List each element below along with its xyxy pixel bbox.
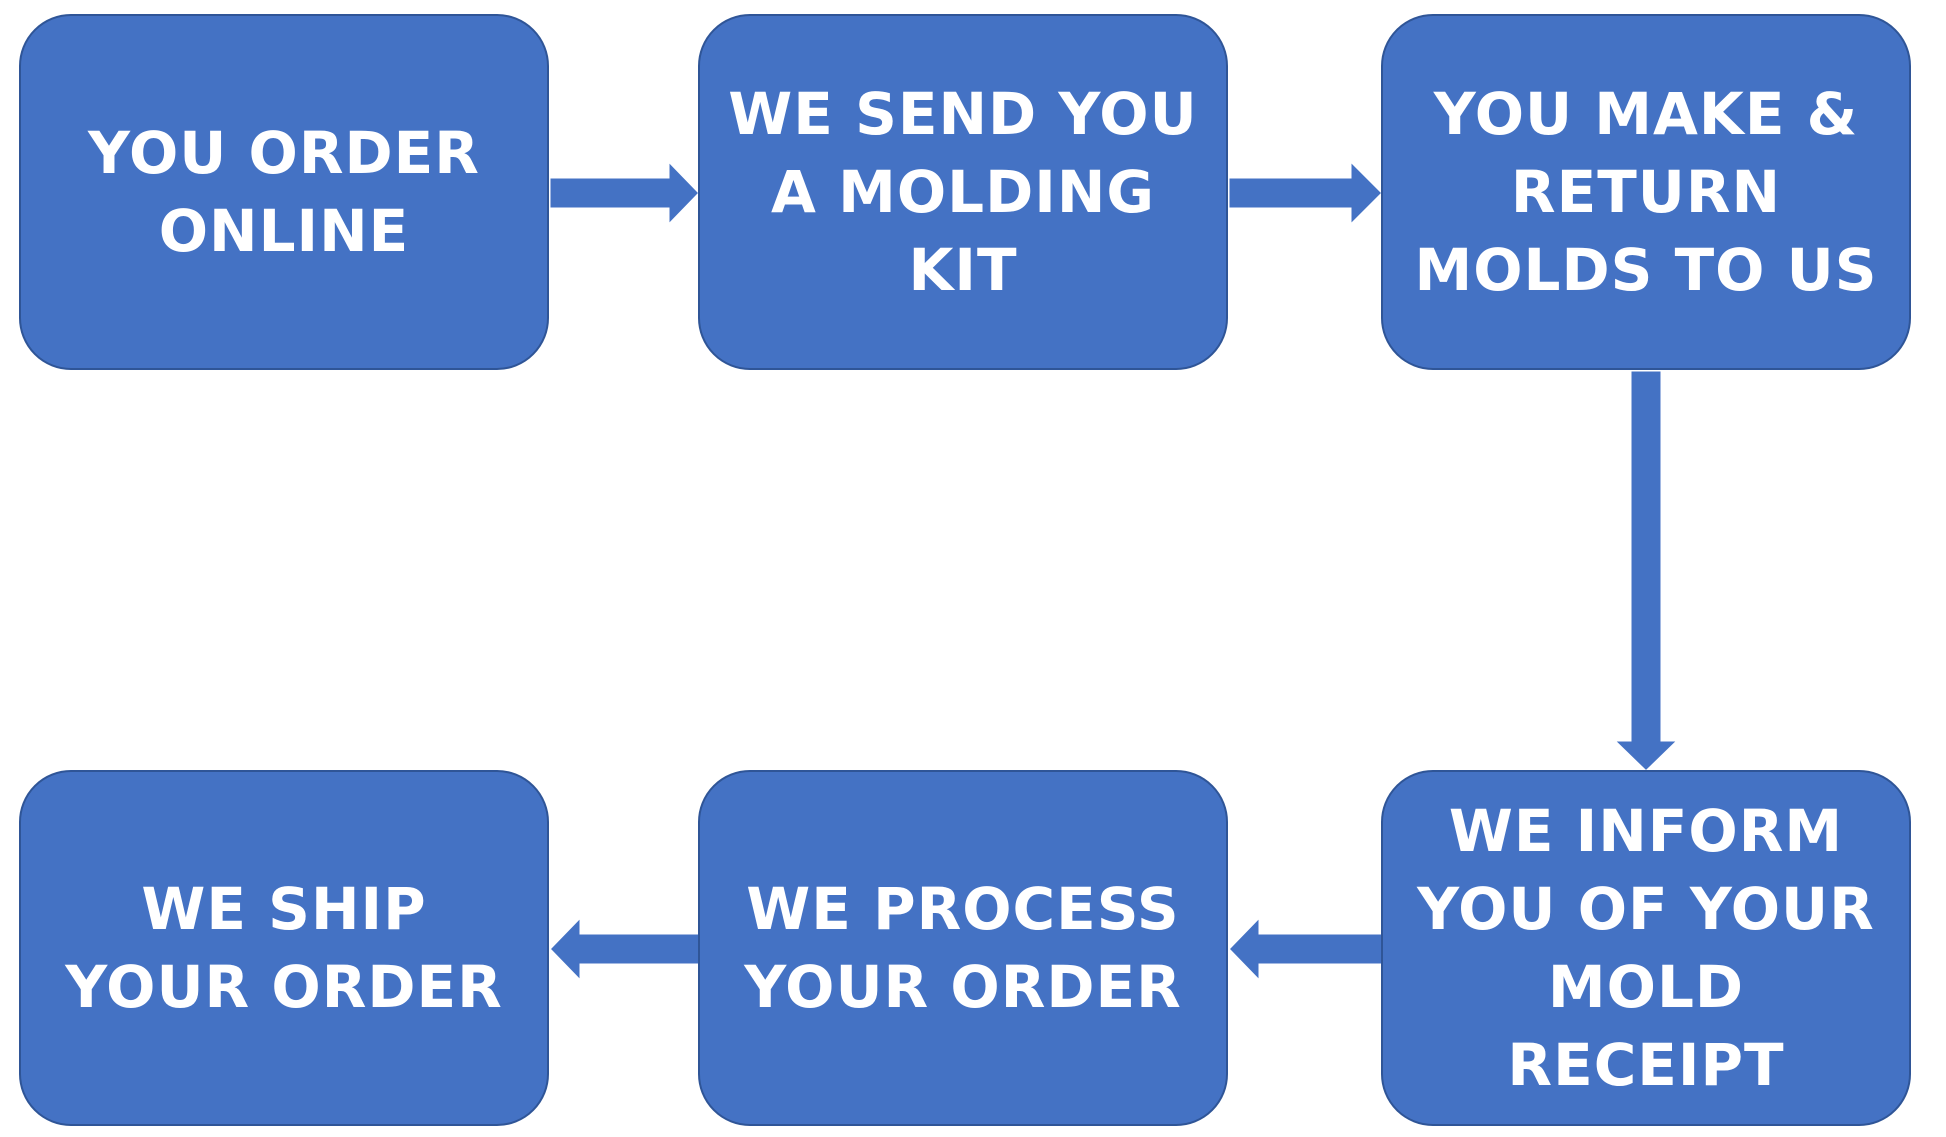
step-4-line-4: RECEIPT <box>1507 1031 1785 1099</box>
step-3-box: YOU MAKE & RETURN MOLDS TO US <box>1381 14 1911 370</box>
step-2-line-2: A MOLDING <box>771 158 1155 226</box>
step-5-text: WE PROCESS YOUR ORDER <box>738 870 1188 1026</box>
step-1-box: YOU ORDER ONLINE <box>19 14 549 370</box>
step-3-text: YOU MAKE & RETURN MOLDS TO US <box>1408 75 1883 309</box>
step-5-line-2: YOUR ORDER <box>744 953 1182 1021</box>
step-2-line-1: WE SEND YOU <box>728 80 1198 148</box>
step-6-line-1: WE SHIP <box>141 875 427 943</box>
arrow-step2-to-step3 <box>1226 156 1386 230</box>
step-3-line-3: MOLDS TO US <box>1414 236 1878 304</box>
step-5-box: WE PROCESS YOUR ORDER <box>698 770 1228 1126</box>
step-4-line-3: MOLD <box>1547 953 1745 1021</box>
step-2-text: WE SEND YOU A MOLDING KIT <box>722 75 1203 309</box>
arrow-step4-to-step5 <box>1225 912 1385 986</box>
step-5-line-1: WE PROCESS <box>746 875 1180 943</box>
arrow-step5-to-step6 <box>546 912 702 986</box>
step-2-line-3: KIT <box>908 236 1018 304</box>
step-4-line-1: WE INFORM <box>1448 797 1844 865</box>
step-3-line-2: RETURN <box>1510 158 1782 226</box>
step-4-line-2: YOU OF YOUR <box>1417 875 1875 943</box>
step-4-box: WE INFORM YOU OF YOUR MOLD RECEIPT <box>1381 770 1911 1126</box>
arrow-step3-to-step4 <box>1609 368 1683 775</box>
step-2-box: WE SEND YOU A MOLDING KIT <box>698 14 1228 370</box>
step-4-text: WE INFORM YOU OF YOUR MOLD RECEIPT <box>1411 792 1881 1104</box>
step-6-line-2: YOUR ORDER <box>65 953 503 1021</box>
step-1-line-2: ONLINE <box>158 197 410 265</box>
arrow-step1-to-step2 <box>547 156 703 230</box>
step-3-line-1: YOU MAKE & <box>1433 80 1859 148</box>
step-6-text: WE SHIP YOUR ORDER <box>59 870 509 1026</box>
step-6-box: WE SHIP YOUR ORDER <box>19 770 549 1126</box>
step-1-text: YOU ORDER ONLINE <box>82 114 486 270</box>
step-1-line-1: YOU ORDER <box>88 119 480 187</box>
